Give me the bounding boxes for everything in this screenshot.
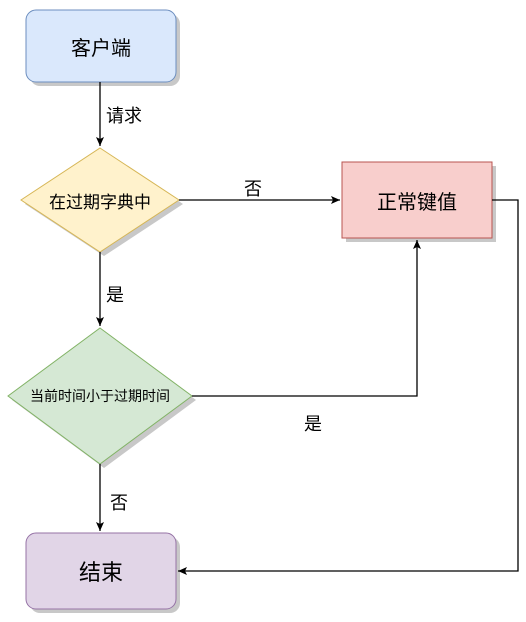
edge-time-yes [192, 240, 421, 397]
end-node [25, 532, 177, 610]
normal-key-label: 正常键值 [377, 189, 457, 214]
edge-label-time-no: 否 [110, 493, 128, 514]
decision-time-label: 当前时间小于过期时间 [30, 389, 170, 405]
edge-label-not-in-dict: 否 [244, 179, 262, 200]
edge-normal-to-end [178, 199, 519, 575]
edge-label-time-yes: 是 [304, 414, 322, 435]
edge-label-request: 请求 [106, 106, 142, 127]
normal-key-node [341, 161, 493, 239]
edge-label-in-dict: 是 [106, 285, 124, 306]
end-node-label: 结束 [78, 561, 123, 586]
decision-expire-label: 在过期字典中 [49, 192, 151, 213]
client-node-label: 客户端 [71, 35, 131, 60]
client-node [25, 9, 177, 83]
